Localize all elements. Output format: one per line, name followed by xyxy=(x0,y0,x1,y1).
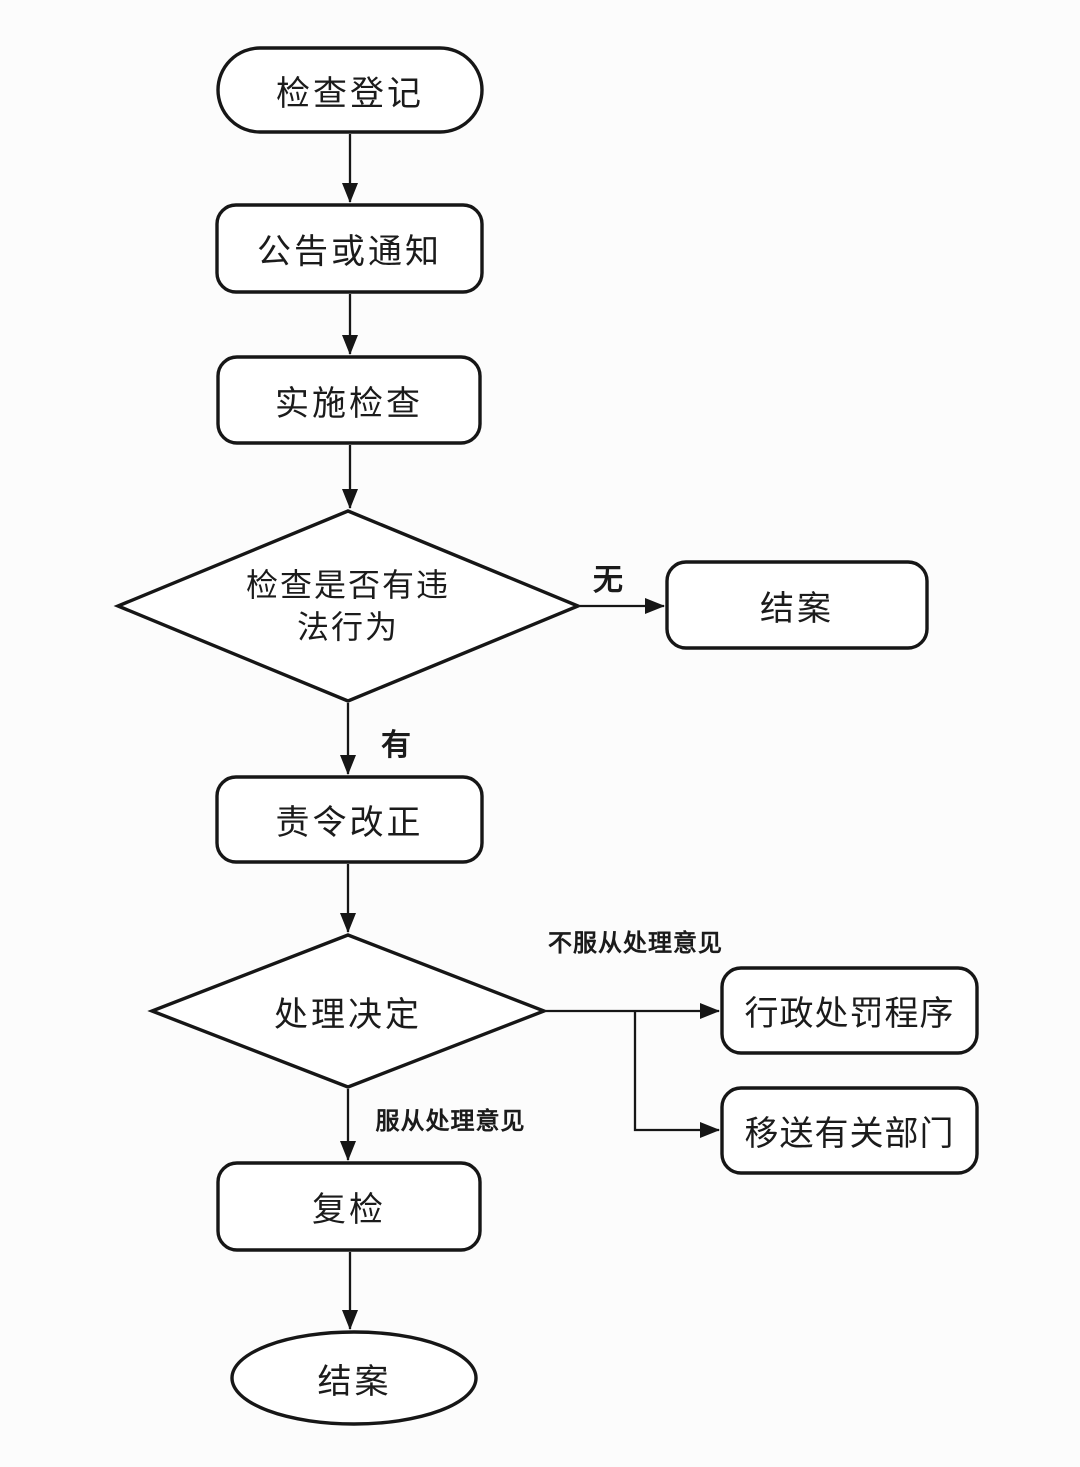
arrow-disobey-to-transfer xyxy=(633,1011,720,1138)
close-case-node-label: 结案 xyxy=(760,590,834,628)
penalty-node-label: 行政处罚程序 xyxy=(744,996,955,1033)
recheck-box-shape xyxy=(216,1161,482,1252)
order-correction-box-shape xyxy=(215,775,484,864)
transfer-box-shape xyxy=(720,1086,979,1175)
transfer-node-label: 移送有关部门 xyxy=(744,1116,955,1153)
violation-check-label-line1: 检查是否有违 xyxy=(245,566,450,603)
violation-check-diamond-shape xyxy=(113,509,583,703)
notice-node-label: 公告或通知 xyxy=(257,234,442,271)
violation-check-label-line2: 法行为 xyxy=(296,609,399,645)
end-ellipse-shape xyxy=(230,1330,478,1426)
inspect-node-label: 实施检查 xyxy=(275,385,423,423)
edge-label-disobey: 不服从处理意见 xyxy=(548,930,723,957)
notice-box-shape xyxy=(215,203,484,294)
violation-check-node-label: 检查是否有违 法行为 xyxy=(118,511,578,701)
edge-label-obey: 服从处理意见 xyxy=(375,1108,526,1135)
decision-diamond-shape xyxy=(147,933,549,1089)
order-correction-node-label: 责令改正 xyxy=(275,805,424,842)
close-case-box-shape xyxy=(665,560,929,650)
recheck-node-label: 复检 xyxy=(312,1192,386,1229)
inspect-box-shape xyxy=(216,355,482,445)
edge-label-no: 无 xyxy=(593,564,623,597)
start-terminator-shape xyxy=(216,46,484,134)
end-node-label: 结案 xyxy=(317,1364,392,1401)
start-node-label: 检查登记 xyxy=(276,75,424,113)
edge-label-yes: 有 xyxy=(381,729,411,762)
penalty-box-shape xyxy=(720,966,979,1055)
decision-node-label: 处理决定 xyxy=(274,996,422,1034)
